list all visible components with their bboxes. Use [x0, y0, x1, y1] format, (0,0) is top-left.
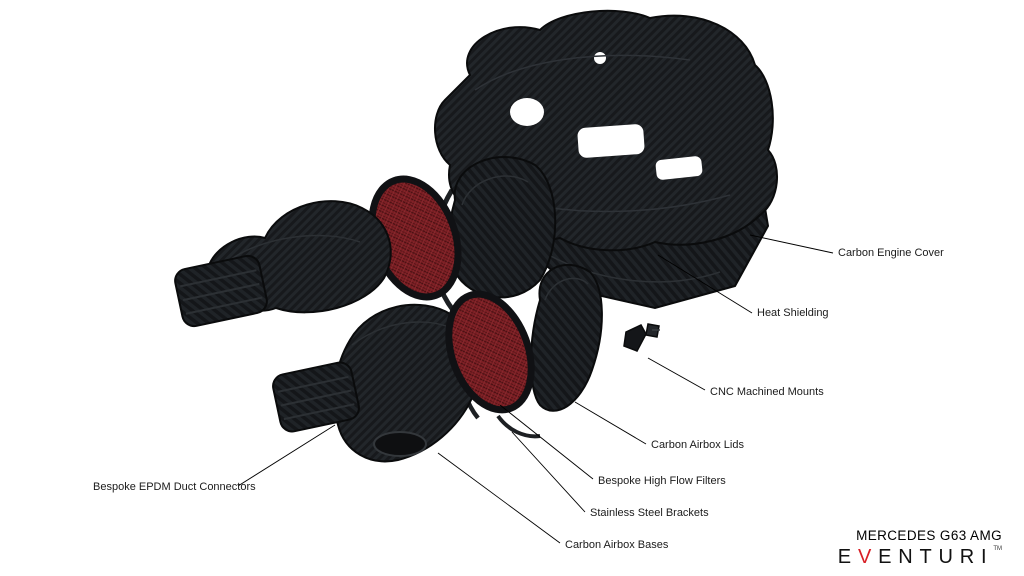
leader-heat-shielding	[657, 254, 753, 314]
leader-carbon-engine-cover	[749, 234, 834, 254]
logo-letter-v-red: V	[857, 546, 879, 568]
logo-letters-enturi: ENTURI	[878, 546, 994, 568]
model-name: MERCEDES G63 AMG	[856, 528, 1002, 543]
leader-carbon-airbox-lids	[574, 401, 647, 445]
label-heat-shielding: Heat Shielding	[757, 307, 829, 319]
logo-letter-e: E	[837, 546, 858, 568]
carbon-airbox-base-lower-part	[333, 303, 480, 463]
label-bespoke-epdm-duct-connectors: Bespoke EPDM Duct Connectors	[93, 481, 256, 493]
label-cnc-machined-mounts: CNC Machined Mounts	[710, 386, 824, 398]
epdm-duct-connector-lower-part	[272, 361, 360, 433]
label-carbon-airbox-lids: Carbon Airbox Lids	[651, 439, 744, 451]
logo-trademark: TM	[993, 546, 1002, 552]
cnc-machined-mounts-part	[623, 323, 660, 352]
carbon-airbox-lid-lower-part	[530, 263, 603, 412]
leader-epdm-duct-connectors	[237, 424, 336, 487]
label-bespoke-high-flow-filters: Bespoke High Flow Filters	[598, 475, 726, 487]
epdm-duct-connector-upper-part	[174, 254, 268, 328]
leader-lines	[237, 234, 834, 544]
label-carbon-airbox-bases: Carbon Airbox Bases	[565, 539, 669, 551]
leader-cnc-machined-mounts	[647, 357, 706, 391]
label-stainless-steel-brackets: Stainless Steel Brackets	[590, 507, 709, 519]
eventuri-logo: EVENTURITM	[838, 546, 1002, 569]
high-flow-filter-lower-part	[445, 290, 535, 414]
leader-high-flow-filters	[499, 404, 594, 480]
label-carbon-engine-cover: Carbon Engine Cover	[838, 247, 944, 259]
leader-stainless-steel-brackets	[511, 431, 586, 513]
leader-carbon-airbox-bases	[437, 452, 561, 544]
carbon-airbox-lid-upper-part	[447, 156, 557, 299]
